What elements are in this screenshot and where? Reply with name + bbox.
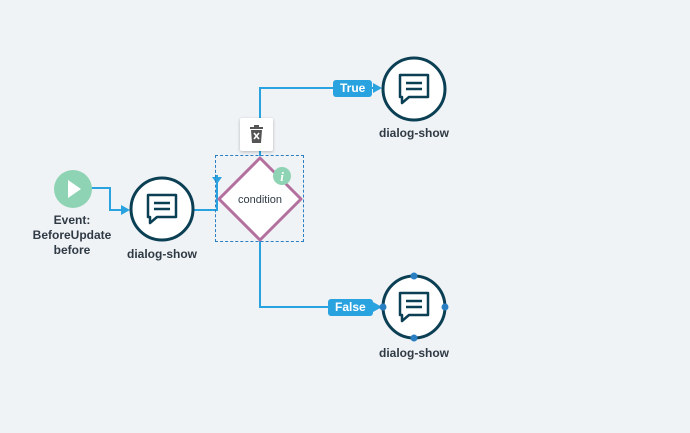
condition-node[interactable]: condition i bbox=[217, 156, 303, 242]
action-node-false-dialog-show[interactable] bbox=[378, 271, 450, 343]
info-icon: i bbox=[273, 167, 291, 185]
arrow-true bbox=[373, 83, 382, 93]
false-action-label: dialog-show bbox=[379, 346, 449, 360]
connection-handle-bottom bbox=[410, 334, 418, 342]
action-node-dialog-show[interactable] bbox=[129, 176, 195, 242]
wire-start-to-action bbox=[91, 187, 123, 211]
selection-box bbox=[215, 155, 304, 242]
true-action-label: dialog-show bbox=[379, 126, 449, 140]
start-event-label: Event: BeforeUpdate before bbox=[32, 213, 112, 257]
wire-false-branch bbox=[259, 241, 375, 308]
wire-true-branch bbox=[259, 87, 375, 156]
false-branch-tag[interactable]: False bbox=[328, 299, 373, 316]
message-icon bbox=[398, 73, 430, 105]
message-icon bbox=[398, 291, 430, 323]
action-node-true-dialog-show[interactable] bbox=[381, 56, 447, 122]
play-icon bbox=[68, 180, 81, 198]
condition-label: condition bbox=[238, 194, 282, 206]
delete-button[interactable] bbox=[240, 118, 273, 151]
info-badge: i bbox=[280, 169, 284, 184]
connection-handle-left bbox=[379, 303, 387, 311]
message-icon bbox=[146, 193, 178, 225]
arrow-false bbox=[373, 302, 382, 312]
trash-icon bbox=[250, 125, 263, 143]
arrow-to-action bbox=[121, 205, 130, 215]
start-event-node[interactable] bbox=[53, 169, 93, 209]
wire-action-to-condition bbox=[194, 175, 218, 211]
action-label: dialog-show bbox=[127, 247, 197, 261]
connection-handle-top bbox=[410, 272, 418, 280]
connection-handle-right bbox=[441, 303, 449, 311]
true-branch-tag[interactable]: True bbox=[333, 80, 373, 97]
arrow-to-condition bbox=[212, 177, 222, 184]
